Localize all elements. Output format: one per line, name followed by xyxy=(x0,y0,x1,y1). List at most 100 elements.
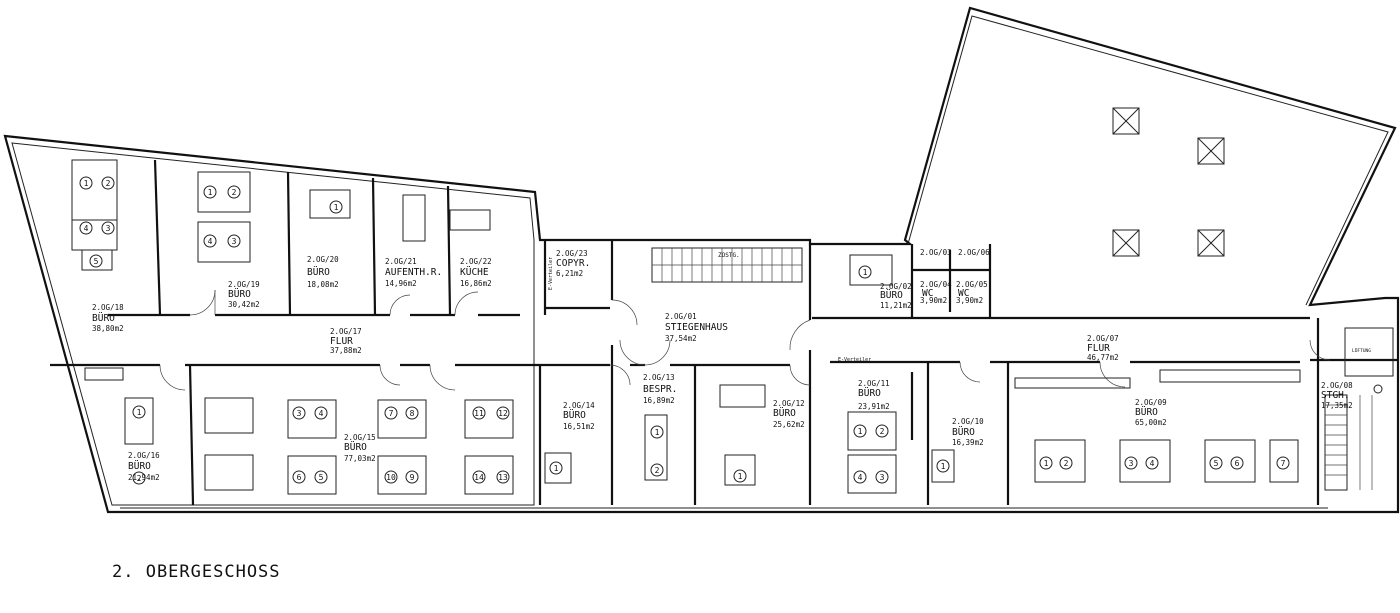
svg-text:2.OG/06: 2.OG/06 xyxy=(958,248,990,257)
desk-number: 5 xyxy=(94,257,99,266)
desk-number-circle xyxy=(405,470,419,484)
desk-number-circle xyxy=(1209,456,1223,470)
desk-number-circle xyxy=(875,470,889,484)
desk-number-circle xyxy=(1124,456,1138,470)
desk-number: 1 xyxy=(137,408,142,417)
stair-icon xyxy=(651,247,1383,491)
desk-number: 1 xyxy=(334,203,339,212)
desk-number-circle xyxy=(101,176,115,190)
desk-number-circle xyxy=(384,470,398,484)
svg-text:3,90m2: 3,90m2 xyxy=(920,296,947,305)
svg-text:46,77m2: 46,77m2 xyxy=(1087,353,1119,362)
desk-number-circle xyxy=(79,176,93,190)
desk-number-circle xyxy=(292,406,306,420)
desk-icon xyxy=(71,159,1301,495)
desk-number: 14 xyxy=(474,473,484,482)
svg-text:BÜRO: BÜRO xyxy=(952,427,975,438)
svg-text:25,62m2: 25,62m2 xyxy=(773,420,805,429)
desk-number-circle xyxy=(650,425,664,439)
svg-text:38,80m2: 38,80m2 xyxy=(92,324,124,333)
desk-number-circle xyxy=(472,470,486,484)
desk-number: 4 xyxy=(84,224,89,233)
desk-number-circle xyxy=(203,234,217,248)
svg-text:BÜRO: BÜRO xyxy=(773,408,796,419)
svg-text:2.OG/03: 2.OG/03 xyxy=(920,248,952,257)
svg-text:BÜRO: BÜRO xyxy=(1135,407,1158,418)
desk-number-circle xyxy=(203,185,217,199)
desk-number-circle xyxy=(314,470,328,484)
lueftung-label: LÜFTUNG xyxy=(1352,347,1371,354)
desk-number-circle xyxy=(384,406,398,420)
desk-number-circle xyxy=(936,459,950,473)
svg-text:FLUR: FLUR xyxy=(1087,343,1110,354)
svg-text:16,86m2: 16,86m2 xyxy=(460,279,492,288)
desk-number-circle xyxy=(853,424,867,438)
desk-number-circle xyxy=(1039,456,1053,470)
svg-text:2.OG/11: 2.OG/11 xyxy=(858,379,890,388)
svg-text:BÜRO: BÜRO xyxy=(228,289,251,300)
desk-number-circle xyxy=(1230,456,1244,470)
desk-number: 3 xyxy=(880,473,885,482)
desk-number-circle xyxy=(329,200,343,214)
svg-text:2.OG/19: 2.OG/19 xyxy=(228,280,260,289)
desk-number: 6 xyxy=(1235,459,1240,468)
desk-number-circle xyxy=(496,470,510,484)
desk-number-circle xyxy=(79,221,93,235)
svg-text:BÜRO: BÜRO xyxy=(880,290,903,301)
svg-text:STIEGENHAUS: STIEGENHAUS xyxy=(665,322,728,333)
svg-text:BESPR.: BESPR. xyxy=(643,384,677,395)
desk-number: 12 xyxy=(498,409,508,418)
floor-title: 2. OBERGESCHOSS xyxy=(112,562,281,582)
svg-text:FLUR: FLUR xyxy=(330,336,353,347)
desk-number: 4 xyxy=(858,473,863,482)
desk-number-circle xyxy=(853,470,867,484)
svg-text:2.OG/12: 2.OG/12 xyxy=(773,399,805,408)
svg-text:30,42m2: 30,42m2 xyxy=(228,300,260,309)
room-r03: 2.OG/03 xyxy=(920,248,952,257)
desk-number-circle xyxy=(314,406,328,420)
desk-number: 3 xyxy=(1129,459,1134,468)
svg-text:2.OG/13: 2.OG/13 xyxy=(643,373,675,382)
svg-text:2.OG/05: 2.OG/05 xyxy=(956,280,988,289)
room-r06: 2.OG/06 xyxy=(958,248,990,257)
svg-text:AUFENTH.R.: AUFENTH.R. xyxy=(385,267,442,278)
desk-number: 2 xyxy=(137,474,142,483)
svg-text:23,91m2: 23,91m2 xyxy=(858,402,890,411)
desk-number-circle xyxy=(733,469,747,483)
desk-number-circle xyxy=(1276,456,1290,470)
desk-number: 7 xyxy=(389,409,394,418)
svg-text:2.OG/23: 2.OG/23 xyxy=(556,249,588,258)
desk-number-circle xyxy=(472,406,486,420)
svg-text:2.OG/01: 2.OG/01 xyxy=(665,312,697,321)
svg-text:11,21m2: 11,21m2 xyxy=(880,301,912,310)
desk-number: 3 xyxy=(232,237,237,246)
desk-number-circle xyxy=(496,406,510,420)
desk-number-circle xyxy=(1059,456,1073,470)
desk-number-circle xyxy=(227,185,241,199)
svg-text:18,08m2: 18,08m2 xyxy=(307,280,339,289)
desk-number: 1 xyxy=(84,179,89,188)
svg-text:STGH.: STGH. xyxy=(1321,390,1350,401)
svg-text:2.OG/02: 2.OG/02 xyxy=(880,282,912,291)
svg-text:WC: WC xyxy=(958,288,969,299)
svg-text:COPYR.: COPYR. xyxy=(556,258,590,269)
desk-number-circle xyxy=(875,424,889,438)
desk-number: 11 xyxy=(474,409,484,418)
desk-number: 1 xyxy=(858,427,863,436)
desk-number: 1 xyxy=(941,462,946,471)
desk-number: 2 xyxy=(880,427,885,436)
desk-number: 1 xyxy=(863,268,868,277)
